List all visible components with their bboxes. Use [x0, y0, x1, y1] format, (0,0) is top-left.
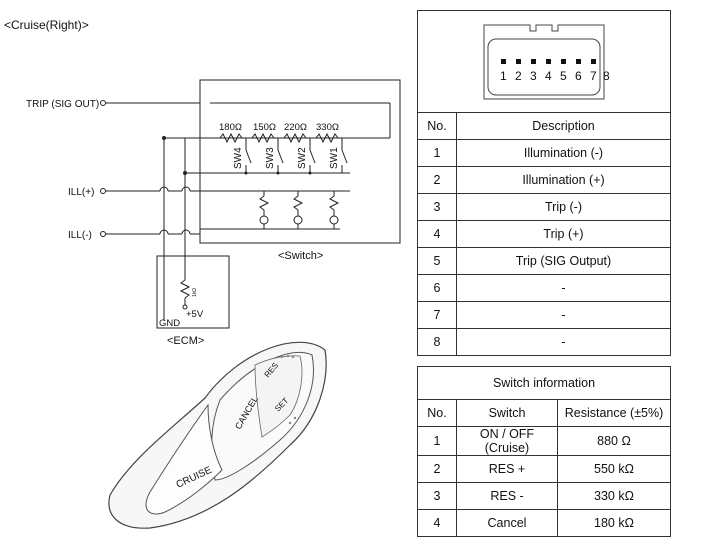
- table-row: 6-: [417, 274, 671, 302]
- switch-table-header-switch: Switch: [456, 399, 558, 427]
- sw1-label: SW1: [329, 147, 340, 169]
- pin-number-7: 7: [590, 69, 597, 83]
- sw4-contact: [245, 149, 252, 164]
- page-title: <Cruise(Right)>: [4, 18, 89, 32]
- resistor-label-1: 180Ω: [219, 122, 242, 133]
- ecm-resistor-label: 1kΩ: [192, 288, 198, 297]
- pin-number-2: 2: [515, 69, 522, 83]
- sw2-label: SW2: [297, 147, 308, 169]
- switch-caption: <Switch>: [278, 250, 323, 262]
- trip-label: TRIP (SIG OUT): [26, 99, 99, 110]
- ill-minus-label: ILL(-): [68, 230, 92, 241]
- ill-plus-terminal: [100, 188, 106, 194]
- ecm-caption: <ECM>: [167, 335, 204, 347]
- sw3-contact: [277, 149, 284, 164]
- pin-number-4: 4: [545, 69, 552, 83]
- plus5v-label: +5V: [186, 309, 204, 320]
- switch-table-header-resistance: Resistance (±5%): [557, 399, 671, 427]
- table-row: 7-: [417, 301, 671, 329]
- pin-number-6: 6: [575, 69, 582, 83]
- sw1-contact: [341, 149, 348, 164]
- switch-box: [199, 79, 401, 244]
- illumination-leds: [259, 191, 340, 229]
- pin-table-header-no: No.: [417, 112, 457, 140]
- resistor-180: [219, 132, 243, 144]
- gnd-label: GND: [159, 318, 180, 329]
- switch-table-title: Switch information: [417, 366, 671, 400]
- trip-terminal: [100, 100, 106, 106]
- ecm-box: [156, 255, 230, 329]
- resistor-label-3: 220Ω: [284, 122, 307, 133]
- resistor-label-4: 330Ω: [316, 122, 339, 133]
- resistor-label-2: 150Ω: [253, 122, 276, 133]
- pin-number-8: 8: [603, 69, 610, 83]
- switch-information-table: Switch information No. Switch Resistance…: [417, 366, 671, 537]
- resistor-150: [251, 132, 275, 144]
- cruise-switch-illustration: CANCEL RES SET CRUISE: [108, 341, 327, 529]
- resistor-330: [315, 132, 339, 144]
- pin-number-1: 1: [500, 69, 507, 83]
- pin-number-3: 3: [530, 69, 537, 83]
- switch-table-header-no: No.: [417, 399, 457, 427]
- sw2-contact: [309, 149, 316, 164]
- connector-drawing: 1 2 3 4 5 6 7 8: [483, 24, 610, 100]
- cruise-button[interactable]: [145, 403, 223, 515]
- sw4-label: SW4: [233, 147, 244, 169]
- pin-number-5: 5: [560, 69, 567, 83]
- pin-table-header-description: Description: [456, 112, 671, 140]
- ill-minus-terminal: [100, 231, 106, 237]
- ecm-pullup-resistor: [179, 279, 191, 299]
- connector-panel: 1 2 3 4 5 6 7 8: [417, 10, 671, 112]
- table-row: 8-: [417, 328, 671, 356]
- resistor-220: [283, 132, 307, 144]
- sw3-label: SW3: [265, 147, 276, 169]
- ill-plus-label: ILL(+): [68, 187, 94, 198]
